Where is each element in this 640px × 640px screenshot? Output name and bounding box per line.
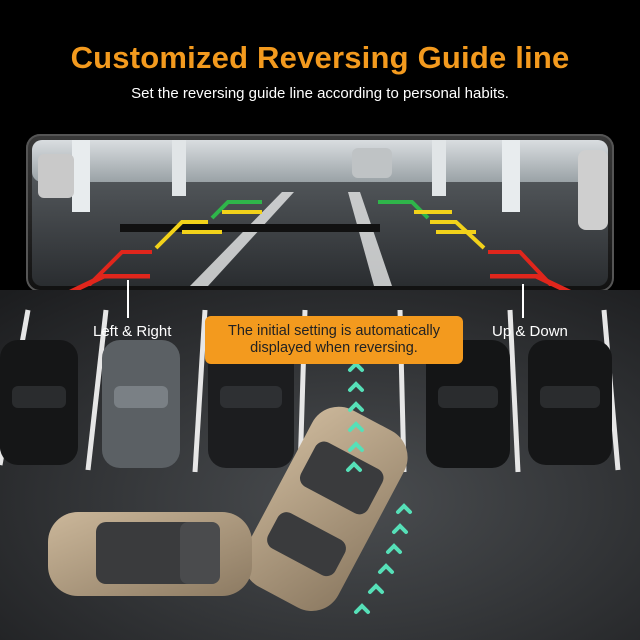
guide-line-yellow-right [430,220,486,250]
pillar [502,140,520,212]
up-down-connector [522,284,524,318]
up-down-label: Up & Down [492,323,568,340]
mirror-display [26,134,614,292]
passing-car [48,512,252,596]
guide-line-yellow-left [154,220,208,250]
garage-wall [32,140,608,182]
curb [120,224,380,232]
page-title: Customized Reversing Guide line [70,40,570,75]
guide-line-red-right [488,250,554,286]
parked-car-right [578,150,608,230]
parked-car-center [352,148,392,178]
page-subtitle: Set the reversing guide line according t… [131,85,509,102]
floor-stripe [190,192,294,286]
left-right-label: Left & Right [93,323,172,340]
pillar [172,140,186,196]
parked-cars-row [0,340,612,468]
reversing-car [243,406,408,611]
guide-line-red-left [86,250,152,286]
guidance-arrows [346,361,412,614]
guide-line-green-left [210,200,262,220]
camera-view [32,140,608,286]
pillar [432,140,446,196]
parked-car-left [38,154,74,198]
callout-line-2: displayed when reversing. [250,340,418,356]
info-callout: The initial setting is automatically dis… [205,316,463,364]
left-right-connector [127,280,129,318]
pillar [72,140,90,212]
callout-line-1: The initial setting is automatically [228,323,440,339]
floor-stripe [348,192,392,286]
